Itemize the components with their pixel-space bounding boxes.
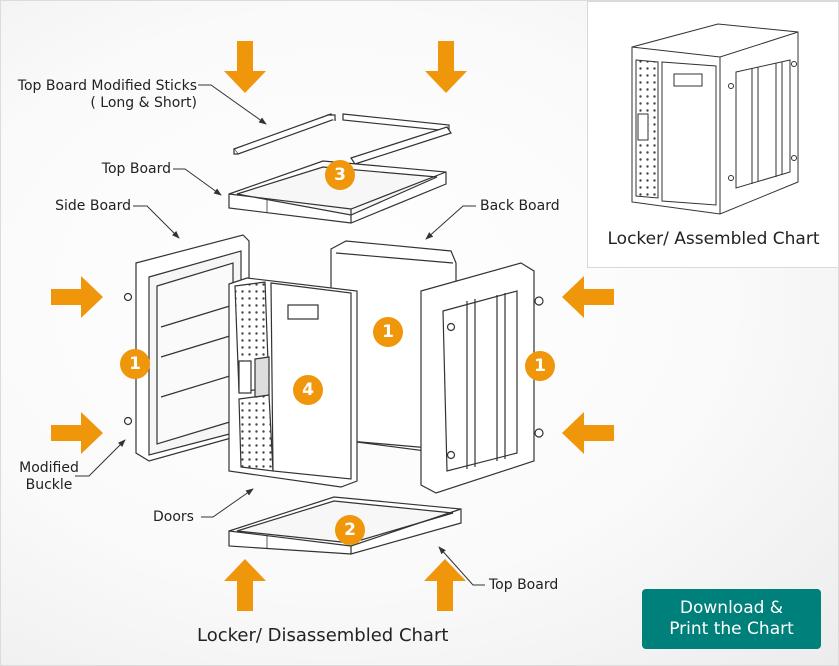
top-board-part bbox=[228, 160, 447, 224]
button-label-line2: Print the Chart bbox=[669, 619, 794, 639]
part-number-badge: 3 bbox=[325, 160, 355, 190]
door-part bbox=[228, 277, 358, 488]
left-side-board-part bbox=[123, 234, 250, 462]
download-print-button[interactable]: Download & Print the Chart bbox=[642, 589, 821, 649]
arrow-right-icon bbox=[51, 276, 103, 318]
part-number-badge: 1 bbox=[120, 349, 150, 379]
label-top-board-sticks: Top Board Modified Sticks ( Long & Short… bbox=[9, 78, 197, 112]
label-line: ( Long & Short) bbox=[90, 95, 197, 111]
top-board-sticks bbox=[233, 113, 452, 165]
label-doors: Doors bbox=[153, 509, 194, 525]
label-side-board: Side Board bbox=[55, 198, 131, 214]
assembled-locker-drawing bbox=[631, 23, 799, 215]
label-line: Top Board Modified Sticks bbox=[17, 78, 197, 94]
arrow-up-icon bbox=[224, 559, 266, 611]
arrow-down-icon bbox=[224, 41, 266, 93]
label-modified-buckle: Modified Buckle bbox=[11, 460, 87, 494]
label-back-board: Back Board bbox=[480, 198, 560, 214]
arrow-down-icon bbox=[425, 41, 467, 93]
part-number-badge: 4 bbox=[293, 375, 323, 405]
disassembled-chart-caption: Locker/ Disassembled Chart bbox=[197, 625, 449, 646]
button-label-line1: Download & bbox=[679, 598, 784, 618]
label-line: Modified bbox=[19, 460, 79, 476]
label-top-board-lower: Top Board bbox=[489, 577, 559, 593]
part-number-badge: 2 bbox=[335, 515, 365, 545]
assembled-chart-caption: Locker/ Assembled Chart bbox=[607, 229, 820, 249]
label-line: Buckle bbox=[25, 477, 73, 493]
right-side-board-part bbox=[420, 262, 544, 494]
part-number-badge: 1 bbox=[373, 317, 403, 347]
arrow-up-icon bbox=[424, 559, 466, 611]
arrow-left-icon bbox=[562, 412, 614, 454]
part-number-badge: 1 bbox=[525, 351, 555, 381]
label-top-board-upper: Top Board bbox=[101, 161, 171, 177]
leader-lines bbox=[75, 84, 485, 586]
assembled-chart-inset: Locker/ Assembled Chart bbox=[587, 1, 838, 268]
arrow-left-icon bbox=[562, 276, 614, 318]
arrow-right-icon bbox=[51, 412, 103, 454]
